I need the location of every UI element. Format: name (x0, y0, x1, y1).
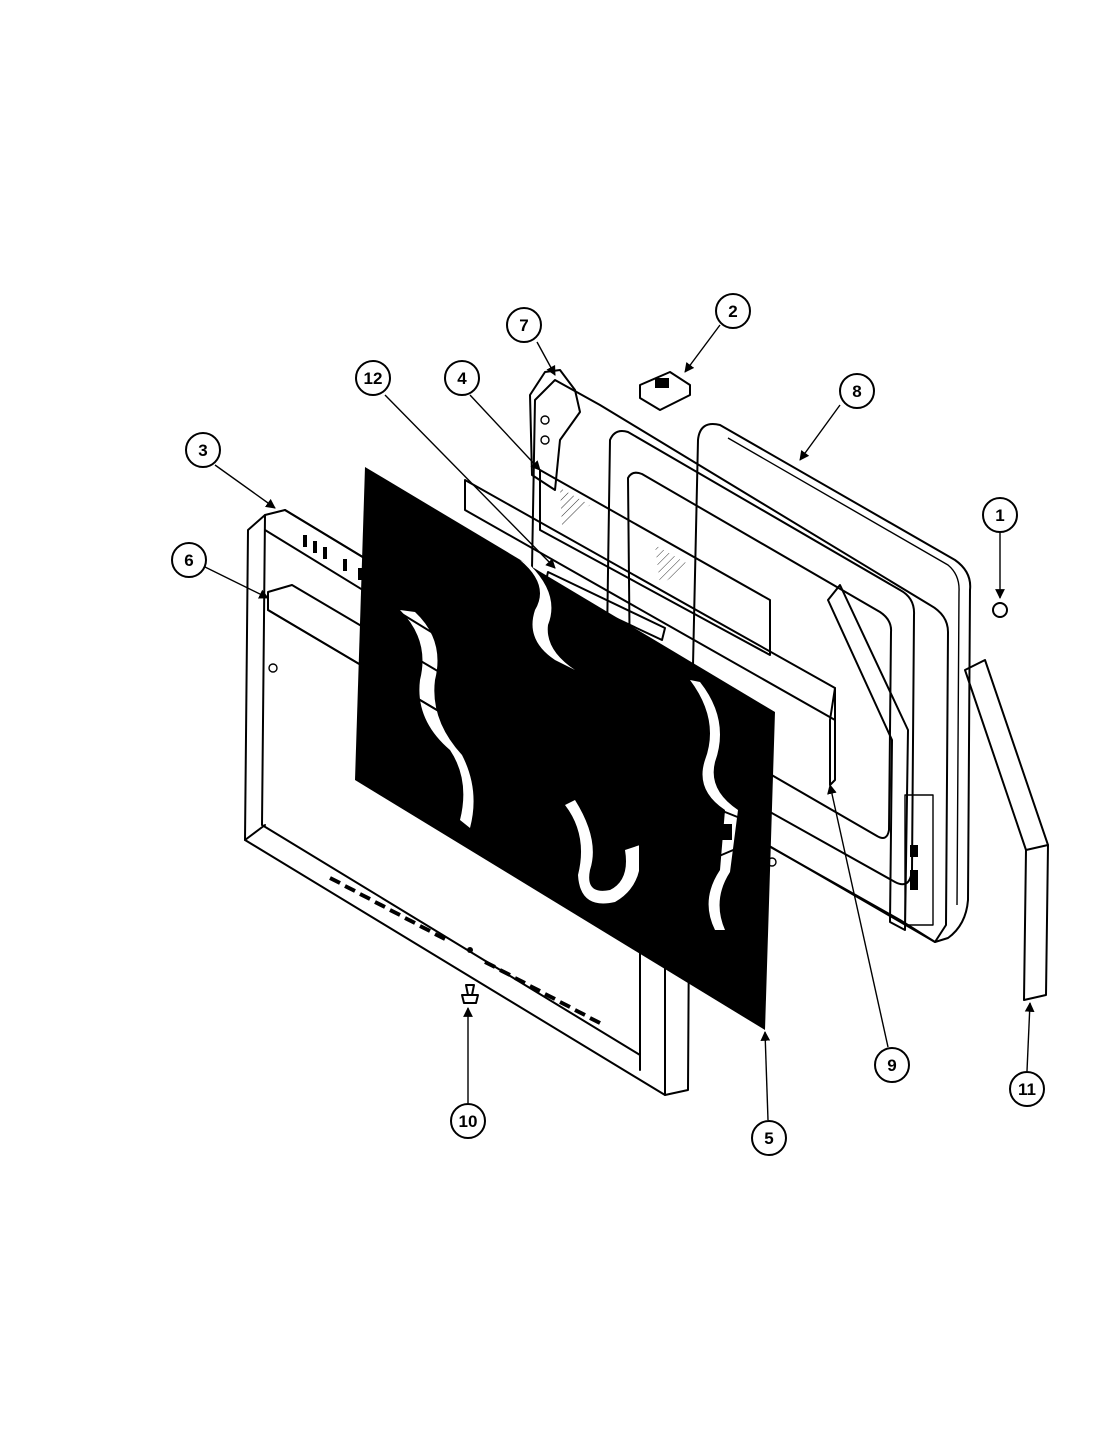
door-latch-bracket (687, 811, 777, 867)
door-clip (639, 371, 691, 411)
door-frame (529, 369, 909, 931)
screw (461, 984, 479, 1004)
svg-text:11: 11 (1018, 1080, 1036, 1099)
callout-4: 4 (444, 360, 480, 396)
svg-text:12: 12 (364, 369, 383, 388)
callout-5: 5 (751, 1120, 787, 1156)
svg-text:2: 2 (728, 302, 737, 321)
svg-text:7: 7 (519, 316, 528, 335)
vent-slots-top (303, 535, 608, 725)
leader-lines (204, 324, 1035, 1121)
callout-8: 8 (839, 373, 875, 409)
vent-slots-bottom (329, 876, 601, 1025)
svg-text:6: 6 (184, 551, 193, 570)
svg-text:5: 5 (764, 1129, 773, 1148)
callout-11: 11 (1009, 1071, 1045, 1107)
callout-2: 2 (715, 293, 751, 329)
svg-text:8: 8 (852, 382, 861, 401)
callout-1: 1 (982, 497, 1018, 533)
callout-12: 12 (355, 360, 391, 396)
outer-door-panel (689, 423, 972, 943)
door-bumper (992, 602, 1008, 618)
svg-text:1: 1 (995, 506, 1004, 525)
svg-text:4: 4 (457, 369, 467, 388)
svg-text:10: 10 (459, 1112, 478, 1131)
callout-3: 3 (185, 432, 221, 468)
svg-text:9: 9 (887, 1056, 896, 1075)
callout-10: 10 (450, 1103, 486, 1139)
side-trim (964, 659, 1049, 1001)
front-door-frame (244, 509, 691, 1096)
callout-7: 7 (506, 307, 542, 343)
svg-text:3: 3 (198, 441, 207, 460)
callout-9: 9 (874, 1047, 910, 1083)
door-glass-panel (355, 467, 775, 1030)
callout-6: 6 (171, 542, 207, 578)
handle-trim-bar (267, 584, 691, 846)
inner-glass (539, 469, 771, 656)
